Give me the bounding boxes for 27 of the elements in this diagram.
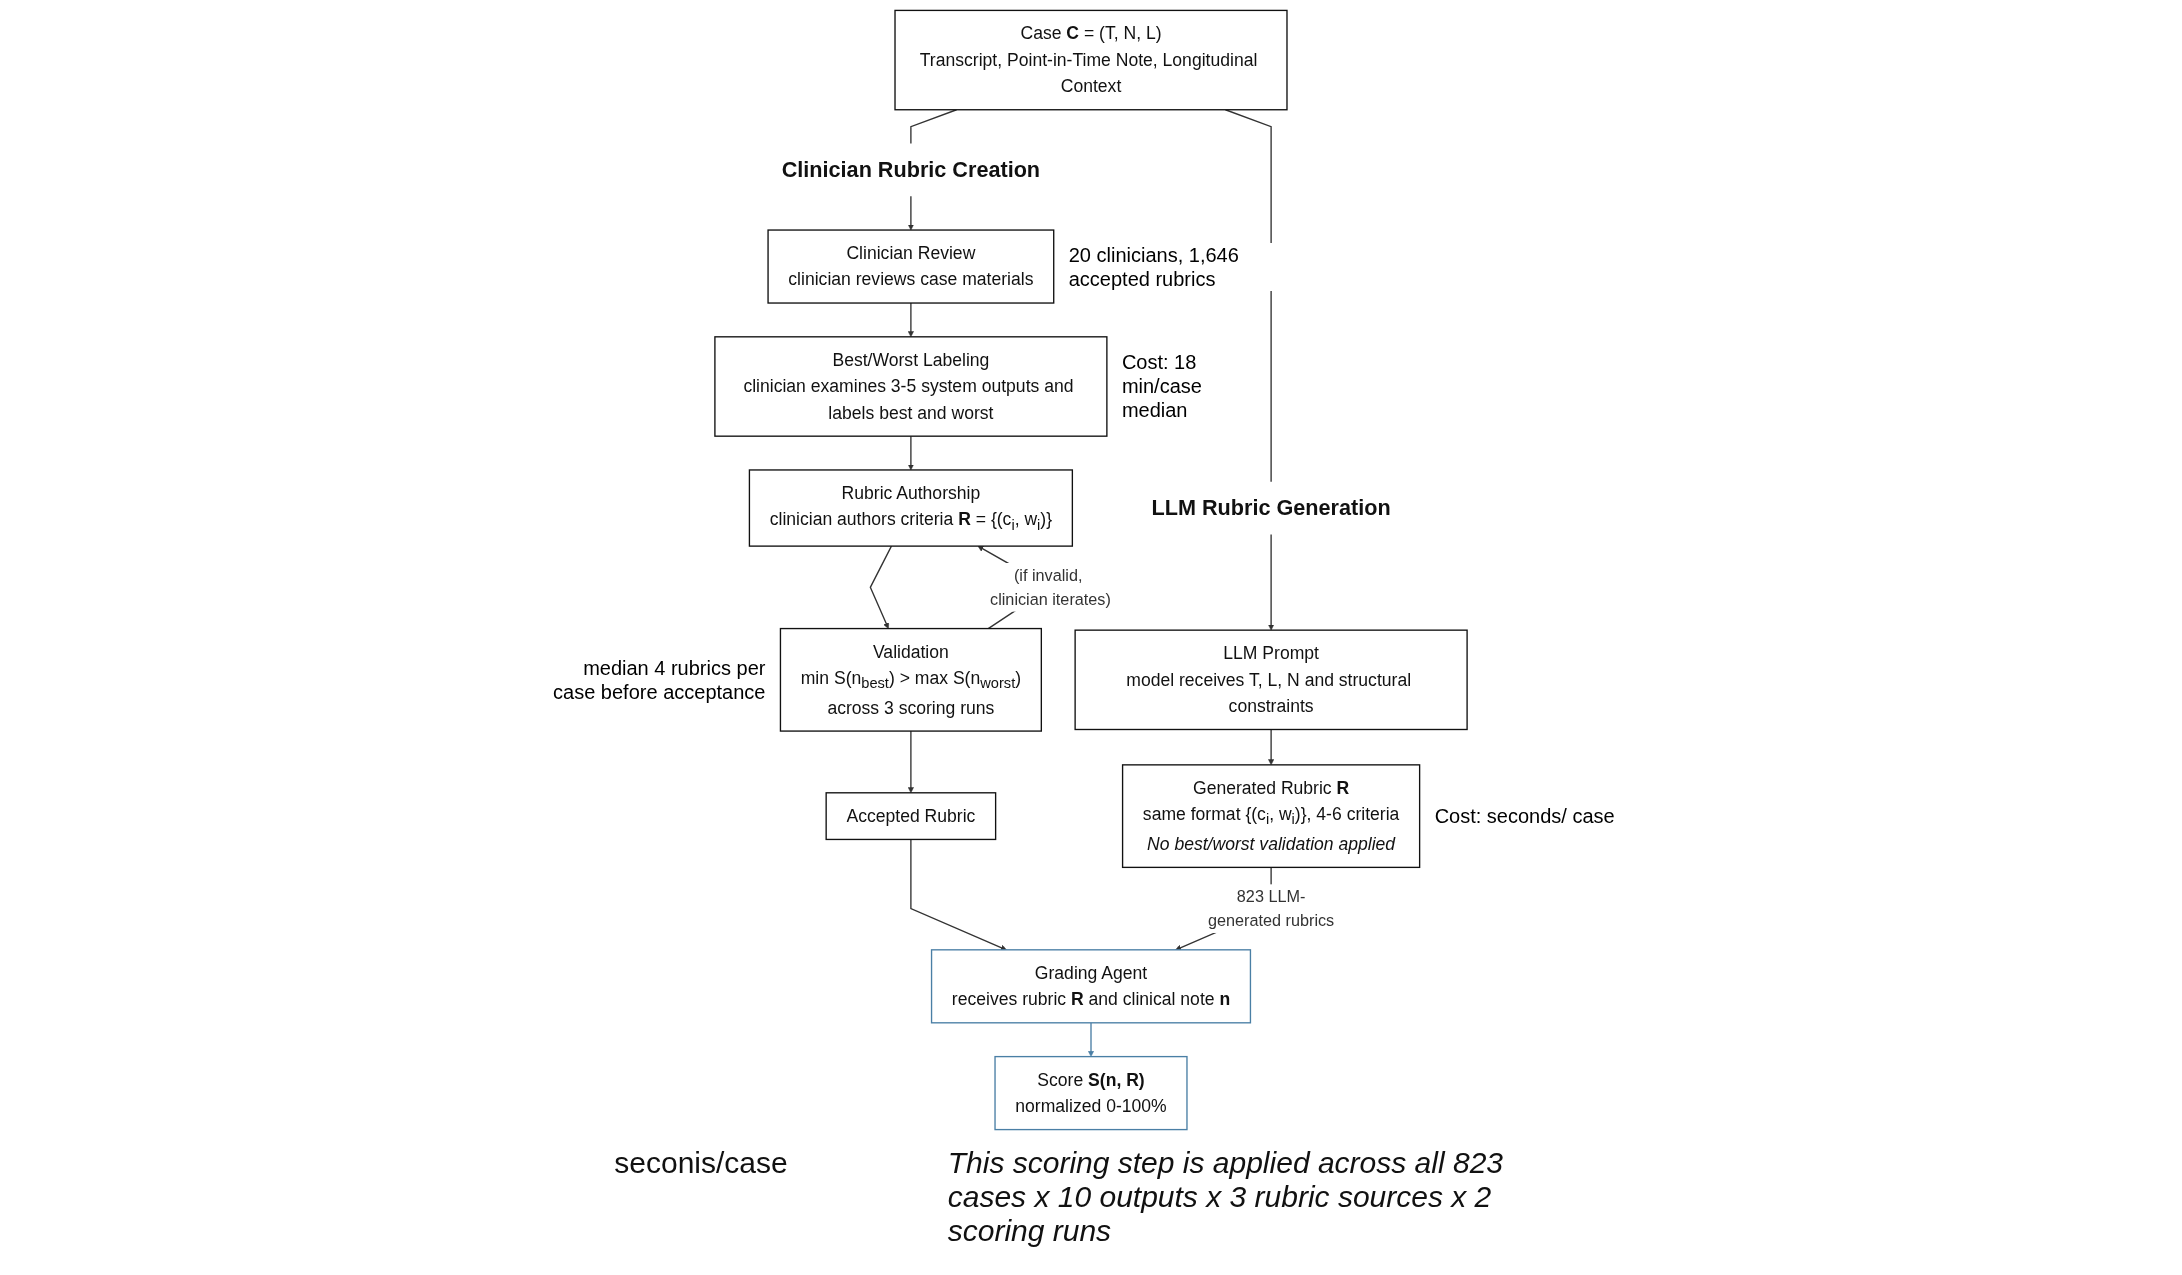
arrow xyxy=(907,195,914,231)
arrow xyxy=(907,435,914,471)
label-text: seconis/case xyxy=(614,1146,788,1180)
connector xyxy=(1224,109,1272,483)
node-text: LLM Rubric Generation xyxy=(1151,495,1391,521)
node-box: LLM Prompt model receives T, L, N and structural constraints xyxy=(1074,629,1468,731)
node-box: Accepted Rubric xyxy=(825,792,997,841)
edge-label: 823 LLM-generated rubrics xyxy=(1207,886,1335,930)
node-box: Best/Worst Labeling clinician examines 3-5 system outputs and labels best and worst xyxy=(714,336,1108,437)
arrow xyxy=(907,302,914,338)
connector xyxy=(910,109,958,145)
arrow xyxy=(869,545,893,629)
node-box: Grading Agent receives rubric R and clinical note n xyxy=(930,949,1252,1024)
arrow xyxy=(907,730,914,794)
node-box: Validation min S(n$_{best}$) > max S(n$_{worst}$) across 3 scoring runs xyxy=(779,627,1042,732)
edge-label: (if invalid, clinician iterates) xyxy=(990,565,1111,609)
arrow xyxy=(910,838,1007,951)
node-text: Clinician Rubric Creation xyxy=(781,157,1041,183)
node-box: Case C = (T, N, L) Transcript, Point-in-Time Note, Longitudinal Context xyxy=(894,9,1288,111)
arrow xyxy=(1088,1022,1094,1057)
node-box: Generated Rubric R same format {(c$_{i}$, w$_{i}$)}, 4-6 criteria No best/worst validation applied xyxy=(1121,764,1421,869)
arrow xyxy=(1268,533,1275,631)
node-box: Score S(n, R) normalized 0-100% xyxy=(994,1055,1188,1131)
node-box: Clinician Review clinician reviews case materials xyxy=(767,229,1055,304)
arrow xyxy=(1268,728,1275,766)
node-box: Rubric Authorship clinician authors criteria R = {(c$_{i}$, w$_{i}$)} xyxy=(748,469,1074,547)
note-text: This scoring step is applied across all 823 cases x 10 outputs x 3 rubric sources x 2 scoring runs xyxy=(947,1146,1504,1248)
